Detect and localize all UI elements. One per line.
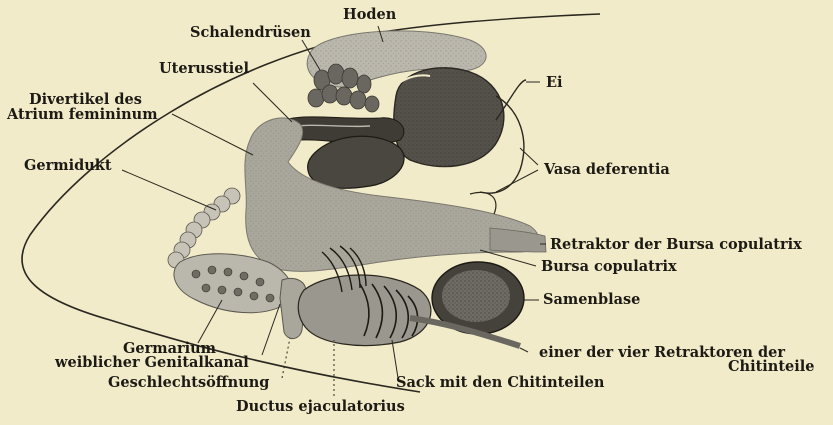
label-schalendruesen: Schalendrüsen — [190, 25, 311, 40]
label-germidukt: Germidukt — [24, 158, 112, 173]
label-divertikel-line2: Atrium femininum — [7, 107, 158, 122]
label-divertikel-line1: Divertikel des — [29, 92, 142, 107]
label-retraktor-bursa: Retraktor der Bursa copulatrix — [550, 237, 802, 252]
label-uterusstiel: Uterusstiel — [159, 61, 249, 76]
label-ei: Ei — [546, 75, 563, 90]
uterus-sac — [308, 136, 404, 188]
label-ductus-ejaculatorius: Ductus ejaculatorius — [236, 399, 405, 414]
label-geschlechtsoeffnung: Geschlechtsöffnung — [108, 375, 269, 390]
label-retraktoren-line2: Chitinteile — [728, 359, 815, 374]
label-weiblicher-genitalkanal: weiblicher Genitalkanal — [55, 355, 249, 370]
label-hoden: Hoden — [343, 7, 396, 22]
label-sack-chitinteile: Sack mit den Chitinteilen — [396, 375, 604, 390]
label-samenblase: Samenblase — [543, 292, 640, 307]
retraktor-bursa-band — [490, 228, 546, 252]
label-bursa-copulatrix: Bursa copulatrix — [541, 259, 677, 274]
label-vasa-deferentia: Vasa deferentia — [544, 162, 670, 177]
